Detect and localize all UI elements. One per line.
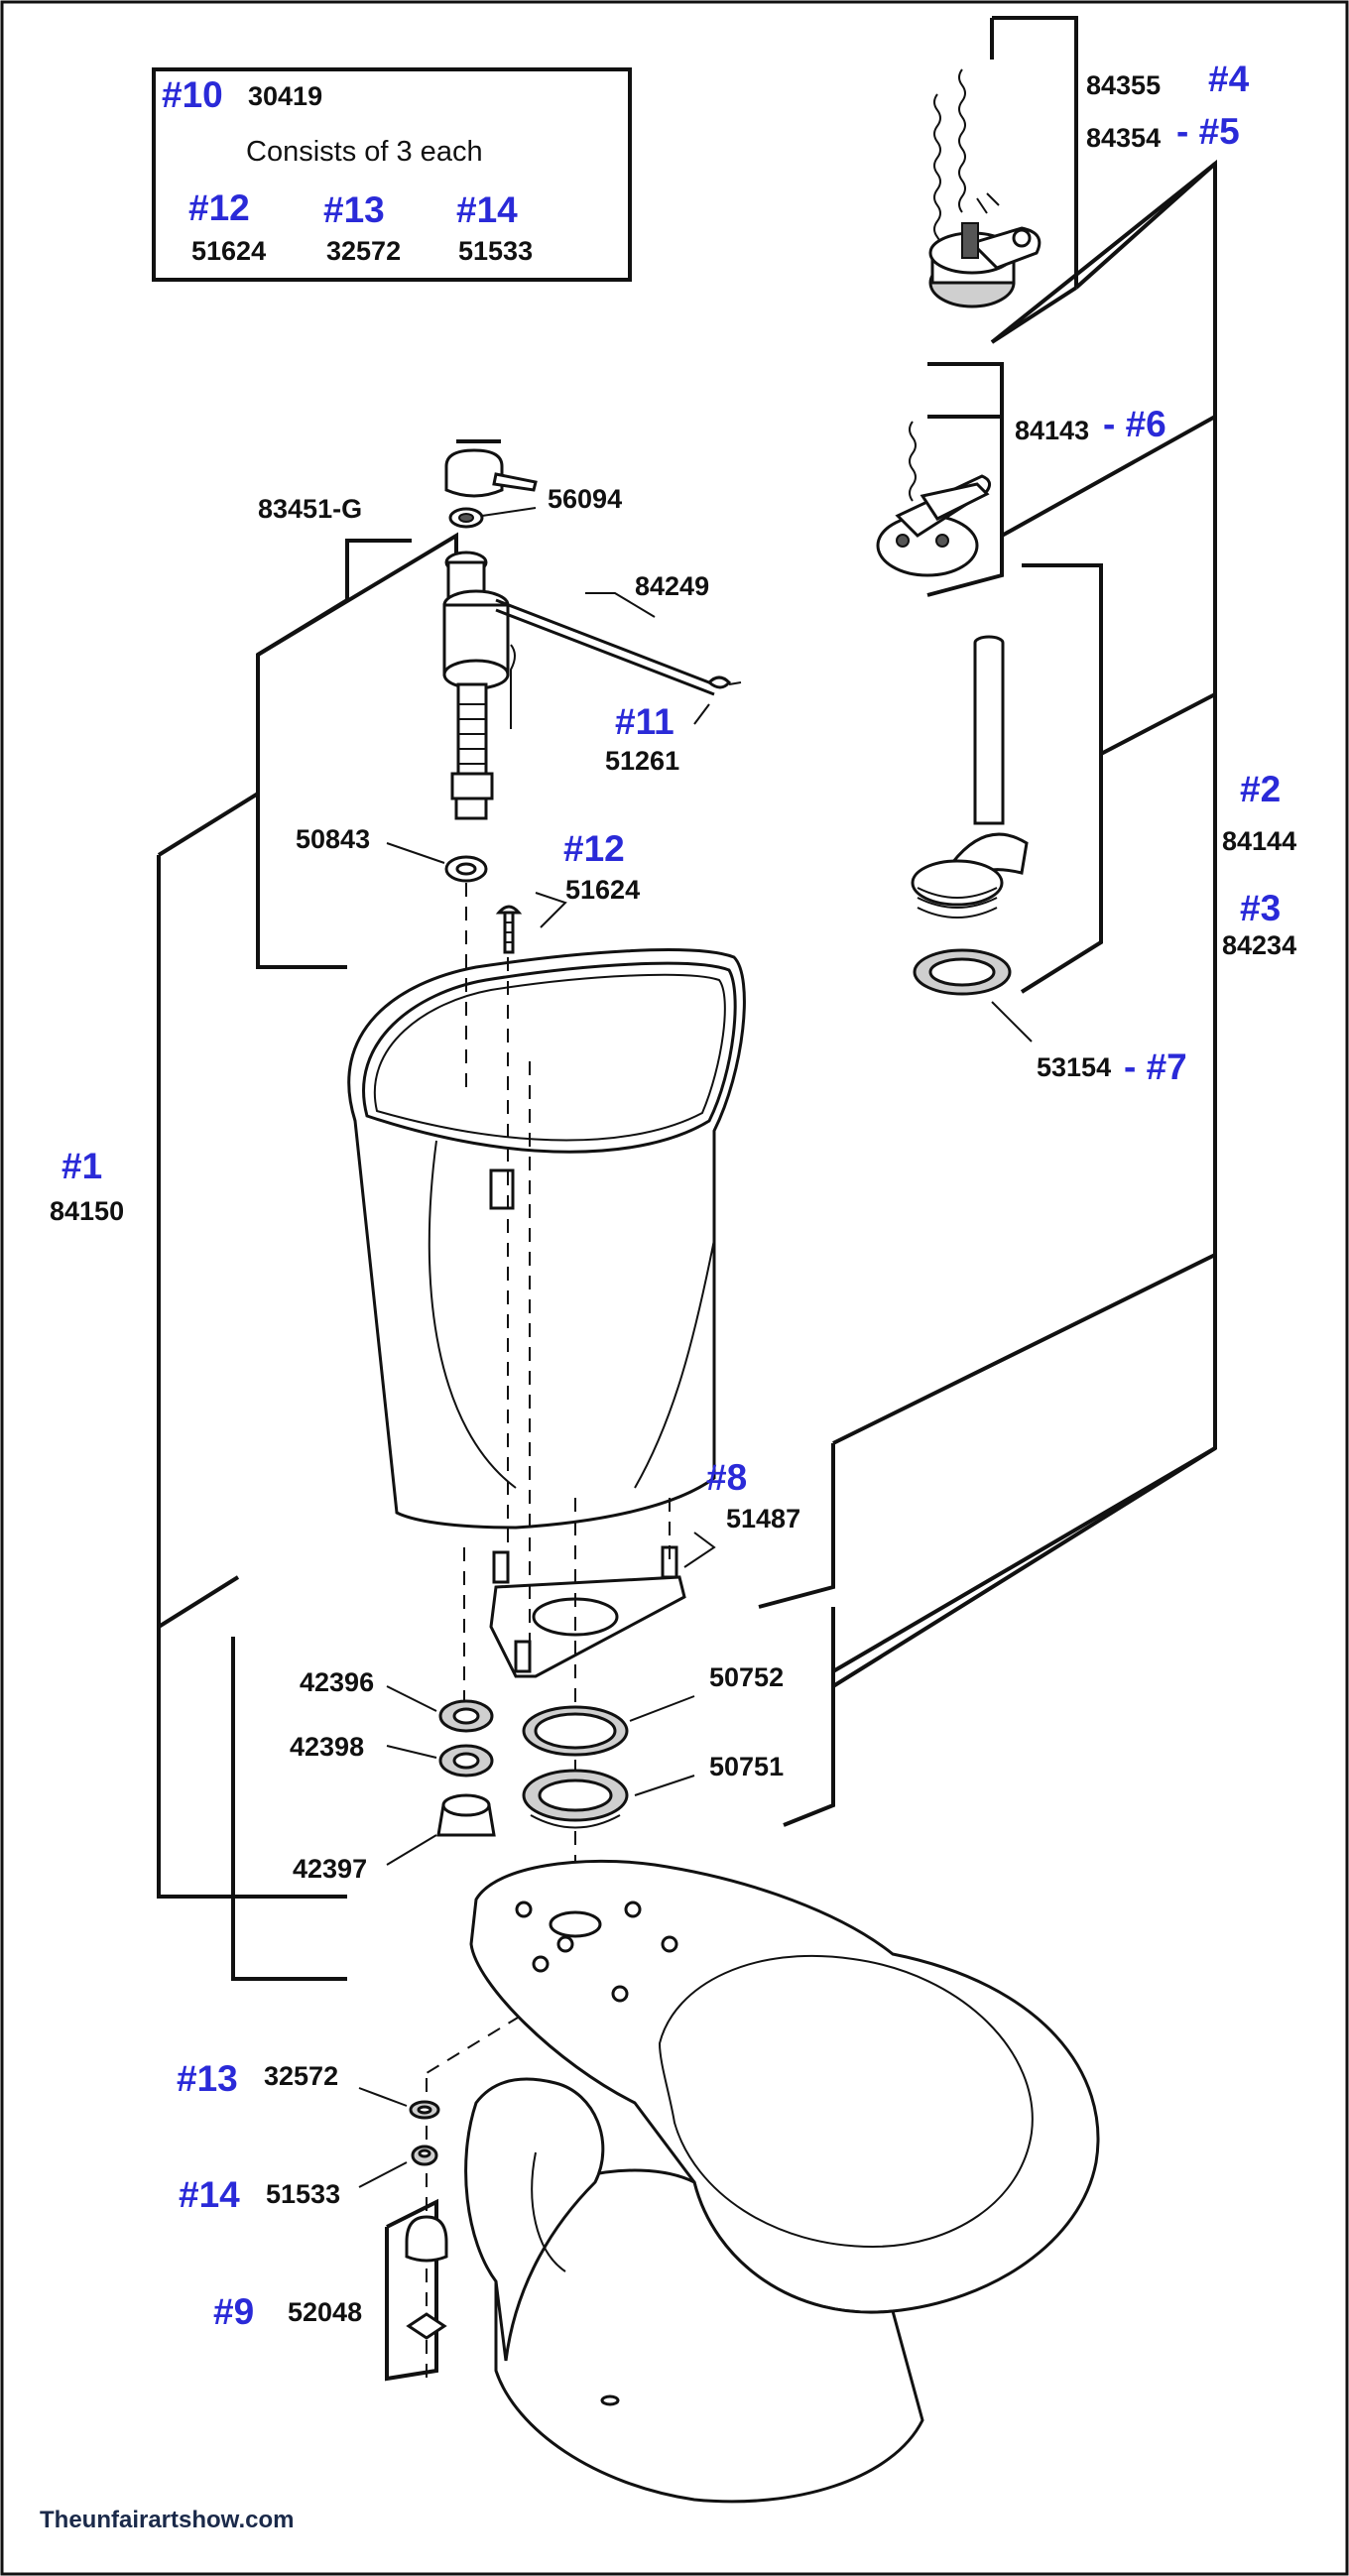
- part-84249: 84249: [635, 571, 709, 601]
- flapper-assembly-mid: [876, 421, 992, 577]
- kit-part-32572: 32572: [326, 236, 401, 266]
- part-51533: 51533: [266, 2179, 340, 2209]
- gasket-stack: [436, 1699, 629, 1837]
- callout-leaders: [358, 507, 1033, 2188]
- kit-box-frame: [152, 67, 632, 282]
- part-84354: 84354: [1086, 123, 1161, 153]
- group-brackets: [157, 16, 1217, 2382]
- flapper-assembly-top: [928, 68, 1042, 308]
- part-50751: 50751: [709, 1752, 784, 1781]
- flush-valve-assembly: [911, 635, 1029, 996]
- ref-5: - #5: [1176, 111, 1240, 152]
- kit-box: #10 30419 Consists of 3 each #12 51624 #…: [152, 67, 632, 282]
- kit-ref-13: #13: [323, 189, 385, 230]
- part-32572: 32572: [264, 2061, 338, 2091]
- ref-14: #14: [179, 2174, 240, 2215]
- ref-7: - #7: [1124, 1046, 1187, 1087]
- kit-ref-12: #12: [188, 187, 250, 228]
- ref-9: #9: [213, 2291, 254, 2332]
- part-83451-g: 83451-G: [258, 494, 362, 524]
- part-51261: 51261: [605, 746, 679, 776]
- callout-labels: 84355 #4 84354 - #5 84143 - #6 83451-G 5…: [50, 59, 1296, 2332]
- kit-note: Consists of 3 each: [246, 136, 483, 168]
- toilet-bowl: [464, 1859, 1100, 2504]
- ref-6: - #6: [1103, 404, 1166, 444]
- fill-valve-assembly: [442, 448, 742, 883]
- part-50843: 50843: [296, 824, 370, 854]
- ref-1: #1: [61, 1146, 102, 1186]
- part-50752: 50752: [709, 1662, 784, 1692]
- watermark: Theunfairartshow.com: [40, 2507, 294, 2533]
- part-84150: 84150: [50, 1196, 124, 1226]
- tank-to-bowl-plate: [489, 1545, 686, 1678]
- ref-13: #13: [177, 2058, 238, 2099]
- part-52048: 52048: [288, 2297, 362, 2327]
- kit-part-30419: 30419: [248, 81, 322, 111]
- part-84355: 84355: [1086, 70, 1161, 100]
- part-84234: 84234: [1222, 930, 1296, 960]
- ref-4: #4: [1208, 59, 1250, 99]
- ref-8: #8: [706, 1457, 747, 1498]
- part-84144: 84144: [1222, 826, 1296, 856]
- toilet-tank: [347, 948, 746, 1530]
- part-51487: 51487: [726, 1504, 800, 1533]
- part-51624: 51624: [565, 875, 640, 905]
- part-42397: 42397: [293, 1854, 367, 1884]
- kit-ref-10: #10: [162, 74, 223, 115]
- part-42398: 42398: [290, 1732, 364, 1762]
- ref-11: #11: [615, 701, 674, 742]
- ref-2: #2: [1240, 769, 1281, 809]
- kit-part-51533: 51533: [458, 236, 533, 266]
- ref-3: #3: [1240, 888, 1281, 928]
- kit-part-51624: 51624: [191, 236, 266, 266]
- kit-ref-14: #14: [456, 189, 518, 230]
- ref-12: #12: [563, 828, 625, 869]
- part-56094: 56094: [548, 484, 622, 514]
- part-53154: 53154: [1037, 1052, 1111, 1082]
- part-84143: 84143: [1015, 416, 1089, 445]
- bolt-cap-parts: [405, 2100, 448, 2340]
- part-42396: 42396: [300, 1667, 374, 1697]
